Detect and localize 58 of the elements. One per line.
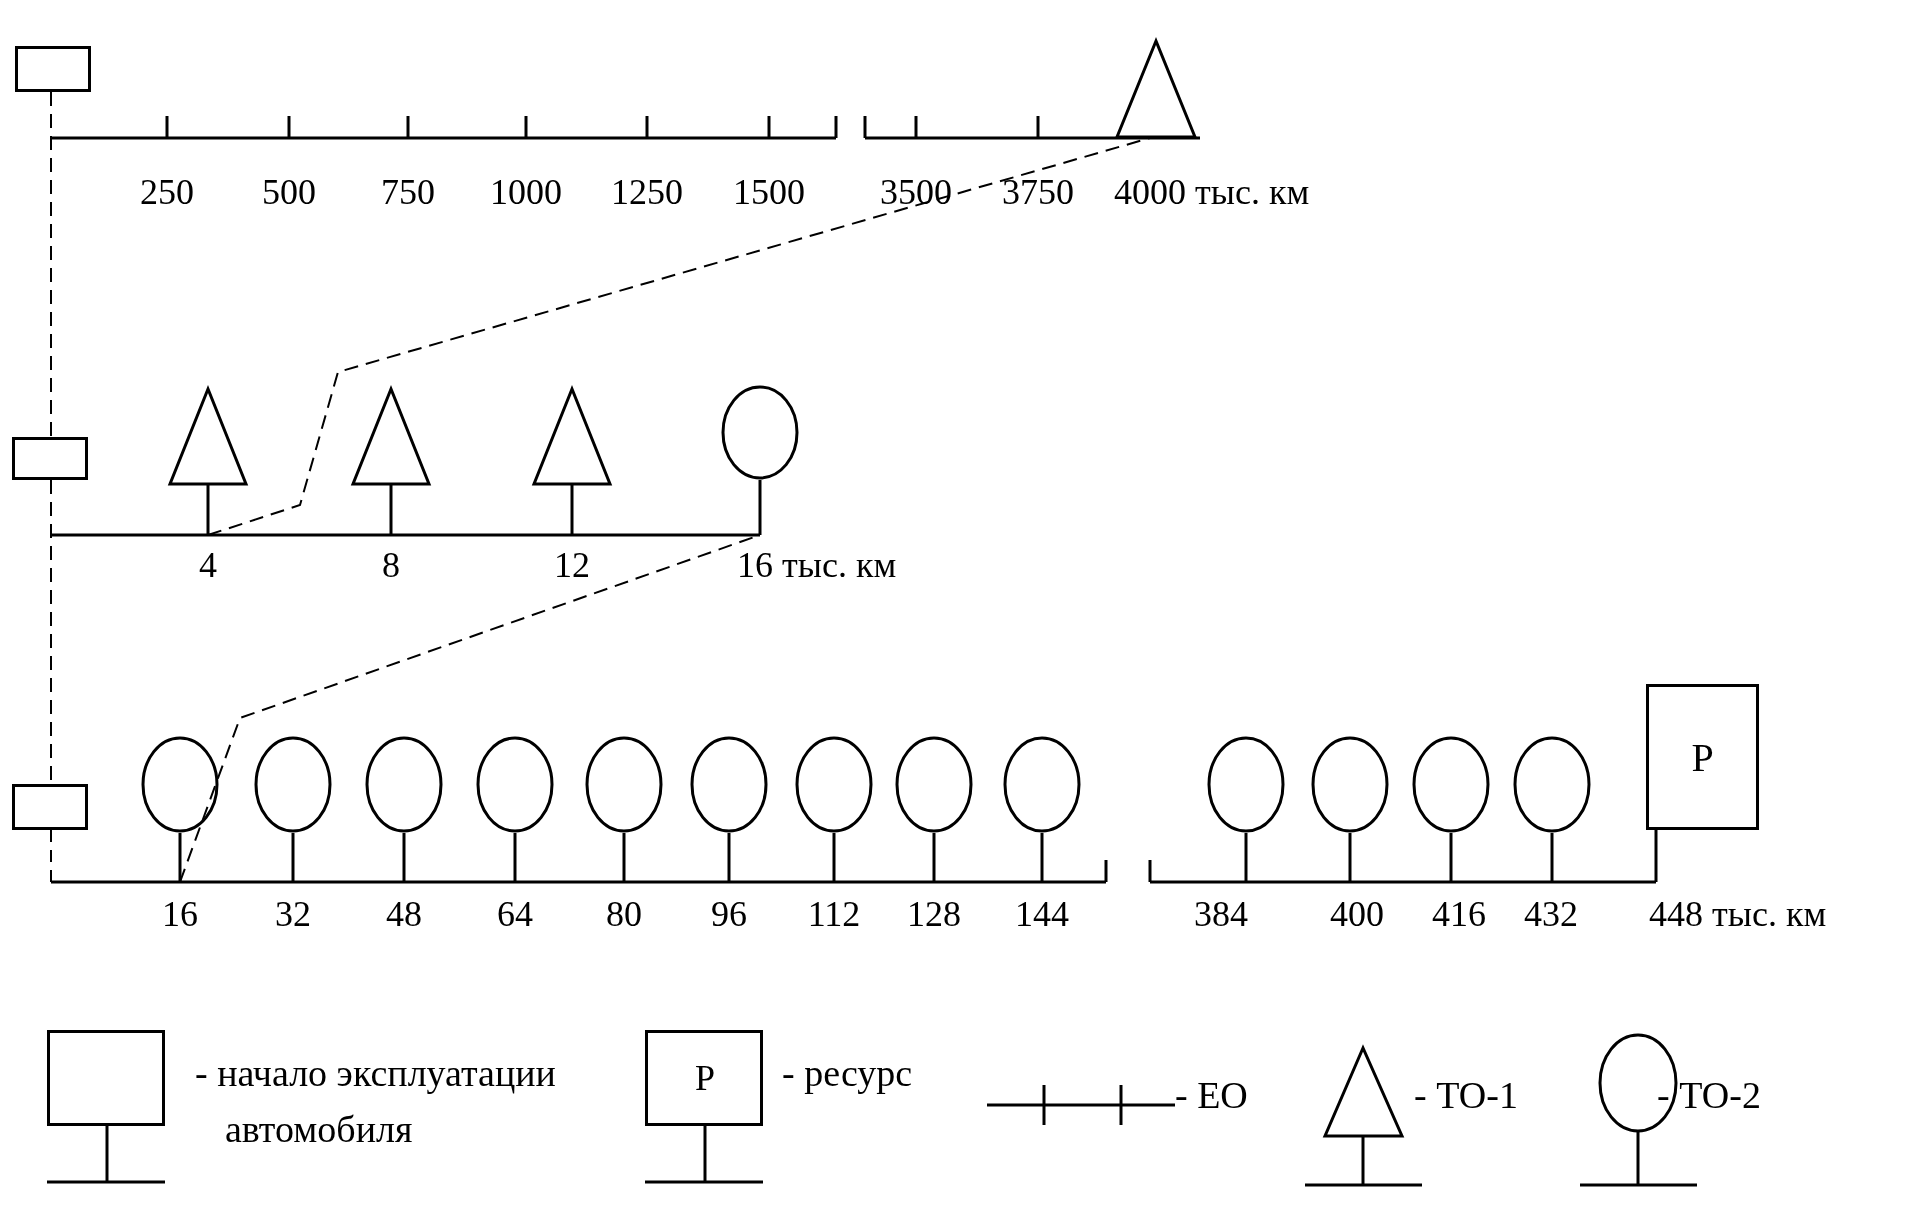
start-box: [12, 437, 88, 480]
circle-symbol: [1311, 736, 1389, 882]
scale-value: 384: [1194, 894, 1248, 934]
legend-text: - ТО-2: [1657, 1073, 1762, 1118]
resource-letter: Р: [695, 1058, 715, 1098]
circle-symbol: [141, 736, 219, 882]
scale-value: 448 тыс. км: [1649, 894, 1827, 934]
start-box: [15, 46, 91, 92]
circle-symbol: [1513, 736, 1591, 882]
circle-symbol: [795, 736, 873, 882]
resource-box: [1646, 684, 1759, 882]
circle-symbol: [254, 736, 332, 882]
scale-value: 3750: [1002, 172, 1074, 212]
circle-symbol: [1003, 736, 1081, 882]
dashed-line: [50, 91, 52, 438]
dashed-line: [207, 137, 1151, 536]
start-box: [12, 784, 88, 882]
scale-value: 4000 тыс. км: [1114, 172, 1310, 212]
legend-text: - ТО-1: [1414, 1073, 1519, 1118]
triangle-symbol: [532, 387, 612, 535]
triangle-symbol: [168, 387, 248, 535]
scale-value: 128: [907, 894, 961, 934]
scale-value: 112: [807, 894, 861, 934]
scale-value: 250: [140, 172, 194, 212]
scale-value: 416: [1432, 894, 1486, 934]
circle-symbol: [895, 736, 973, 882]
scale-value: 48: [386, 894, 422, 934]
scale-value: 144: [1015, 894, 1069, 934]
scale-value: 1500: [733, 172, 805, 212]
scale-value: 16: [162, 894, 198, 934]
scale-value: 400: [1330, 894, 1384, 934]
scale-value: 4: [199, 545, 217, 585]
legend-text: - ресурс: [782, 1051, 914, 1096]
triangle-symbol: [1115, 39, 1197, 138]
scale-value: 12: [554, 545, 590, 585]
scale-value: 500: [262, 172, 316, 212]
resource-letter: Р: [1690, 733, 1715, 782]
scale-value: 64: [497, 894, 533, 934]
triangle-symbol: [351, 387, 431, 535]
scale-value: 432: [1524, 894, 1578, 934]
circle-symbol: [585, 736, 663, 882]
scale-value: 96: [711, 894, 747, 934]
scale-value: 16 тыс. км: [737, 545, 897, 585]
circle-symbol: [476, 736, 554, 882]
circle-symbol: [1412, 736, 1490, 882]
scale-value: 3500: [880, 172, 952, 212]
circle-symbol: [690, 736, 768, 882]
scale-value: 750: [381, 172, 435, 212]
circle-symbol: [365, 736, 443, 882]
scale-value: 8: [382, 545, 400, 585]
circle-symbol: [1207, 736, 1285, 882]
legend-text: - начало эксплуатации автомобиля: [195, 1051, 557, 1152]
legend-text: - ЕО: [1175, 1073, 1249, 1118]
scale-value: 80: [606, 894, 642, 934]
scale-value: 1000: [490, 172, 562, 212]
scale-value: 32: [275, 894, 311, 934]
circle-symbol: [721, 385, 799, 535]
scale-value: 1250: [611, 172, 683, 212]
